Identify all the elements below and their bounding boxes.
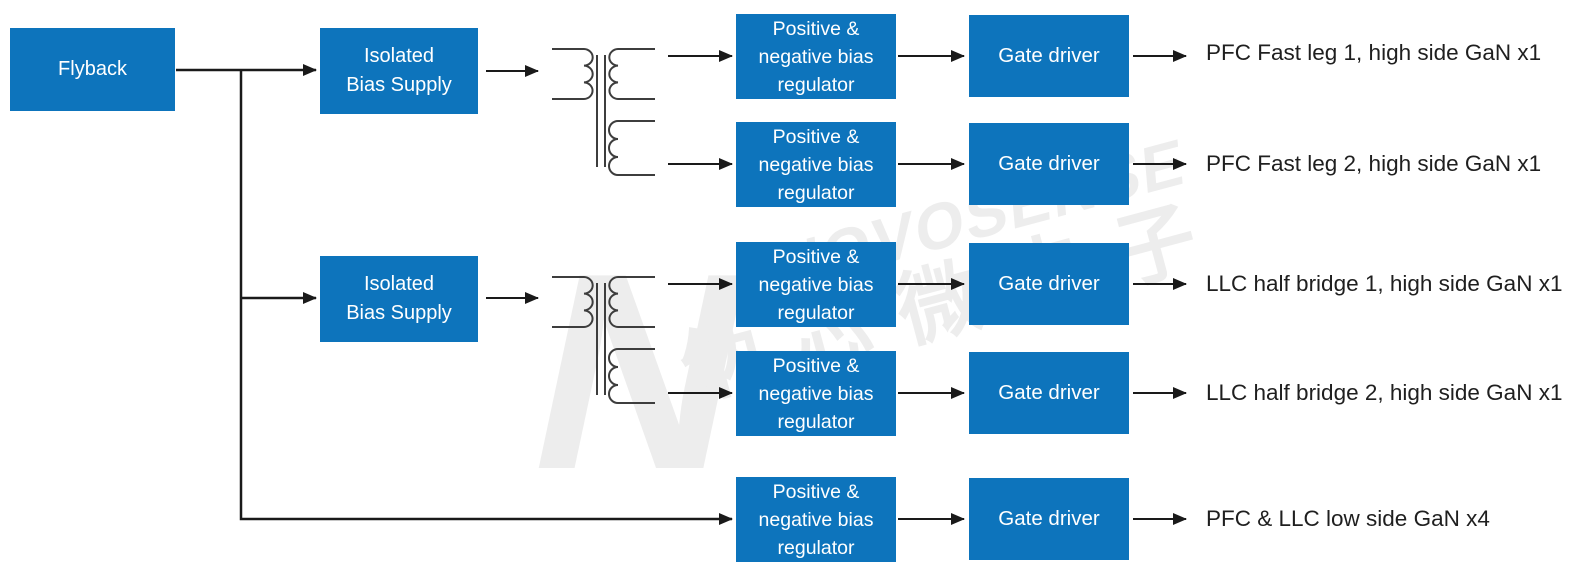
gate-driver-block-1: Gate driver — [969, 15, 1129, 97]
isolated-bias-supply-block-2: Isolated Bias Supply — [320, 256, 478, 342]
output-label-2: PFC Fast leg 2, high side GaN x1 — [1206, 151, 1542, 176]
isolated-bias-supply-2-line1: Isolated — [363, 273, 435, 295]
bias-regulator-block-5: Positive & negative bias regulator — [736, 477, 896, 562]
connector-branch-to-regulator5 — [239, 70, 733, 525]
gate-driver-2-label: Gate driver — [998, 152, 1100, 175]
gate-driver-1-label: Gate driver — [998, 44, 1100, 67]
gate-driver-block-2: Gate driver — [969, 123, 1129, 205]
bias-regulator-4-label: Positive & negative bias regulator — [758, 354, 874, 433]
transformer-icon-1 — [551, 48, 656, 176]
output-label-1: PFC Fast leg 1, high side GaN x1 — [1206, 40, 1542, 65]
flyback-label: Flyback — [58, 58, 127, 80]
output-label-3: LLC half bridge 1, high side GaN x1 — [1206, 271, 1563, 296]
bias-regulator-2-label: Positive & negative bias regulator — [758, 125, 874, 204]
bias-regulator-block-4: Positive & negative bias regulator — [736, 351, 896, 436]
flyback-block: Flyback — [10, 28, 175, 111]
bias-regulator-block-1: Positive & negative bias regulator — [736, 14, 896, 99]
connector-lines — [176, 50, 1187, 525]
isolated-bias-supply-1-line2: Bias Supply — [346, 74, 452, 96]
gate-driver-block-3: Gate driver — [969, 243, 1129, 325]
gate-driver-3-label: Gate driver — [998, 272, 1100, 295]
bias-regulator-1-label: Positive & negative bias regulator — [758, 17, 874, 96]
isolated-bias-supply-1-line1: Isolated — [363, 45, 435, 67]
gate-driver-block-4: Gate driver — [969, 352, 1129, 434]
gate-driver-4-label: Gate driver — [998, 381, 1100, 404]
isolated-bias-supply-block-1: Isolated Bias Supply — [320, 28, 478, 114]
isolated-bias-supply-2-line2: Bias Supply — [346, 302, 452, 324]
gate-driver-block-5: Gate driver — [969, 478, 1129, 560]
output-label-5: PFC & LLC low side GaN x4 — [1206, 506, 1490, 531]
bias-regulator-3-label: Positive & negative bias regulator — [758, 245, 874, 324]
bias-regulator-block-2: Positive & negative bias regulator — [736, 122, 896, 207]
gate-driver-5-label: Gate driver — [998, 507, 1100, 530]
bias-regulator-block-3: Positive & negative bias regulator — [736, 242, 896, 327]
output-label-4: LLC half bridge 2, high side GaN x1 — [1206, 380, 1563, 405]
bias-regulator-5-label: Positive & negative bias regulator — [758, 480, 874, 559]
